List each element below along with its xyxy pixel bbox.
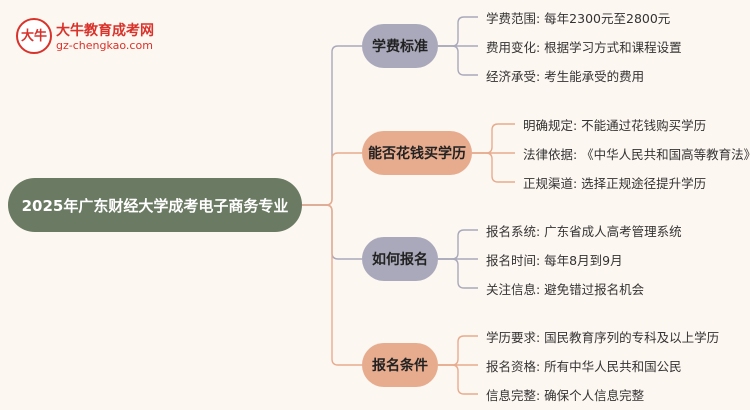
leaf-connector-1-1 [438, 16, 478, 47]
leaf-item: 费用变化: 根据学习方式和课程设置 [486, 40, 682, 55]
leaf-connector-4-3 [438, 364, 478, 395]
leaf-item: 学历要求: 国民教育序列的专科及以上学历 [486, 330, 720, 345]
root-connector-2 [302, 152, 362, 206]
branch-node-1: 学费标准 [362, 24, 438, 68]
branch-node-4: 报名条件 [362, 343, 438, 387]
leaf-item: 关注信息: 避免错过报名机会 [486, 282, 645, 297]
logo-title: 大牛教育成考网 [56, 23, 154, 39]
logo-icon: 大牛 [16, 18, 52, 54]
leaf-item: 报名资格: 所有中华人民共和国公民 [486, 359, 682, 374]
leaf-connector-3-3 [438, 258, 478, 289]
leaf-item: 正规渠道: 选择正规途径提升学历 [523, 176, 707, 191]
leaf-connector-4-1 [438, 335, 478, 366]
leaf-item: 信息完整: 确保个人信息完整 [486, 388, 645, 403]
branch-node-2: 能否花钱买学历 [362, 131, 472, 175]
site-logo: 大牛 大牛教育成考网 gz-chengkao.com [16, 18, 166, 58]
leaf-item: 报名系统: 广东省成人高考管理系统 [486, 224, 682, 239]
root-connector-4 [302, 204, 362, 366]
leaf-item: 经济承受: 考生能承受的费用 [486, 69, 645, 84]
leaf-connector-2-1 [472, 123, 515, 154]
leaf-item: 法律依据: 《中华人民共和国高等教育法》 [523, 147, 750, 162]
leaf-item: 学费范围: 每年2300元至2800元 [486, 11, 671, 26]
logo-mark-text: 大牛 [20, 28, 47, 44]
leaf-connector-3-1 [438, 229, 478, 260]
branch-node-3: 如何报名 [362, 237, 438, 281]
leaf-connector-1-3 [438, 45, 478, 76]
root-node: 2025年广东财经大学成考电子商务专业 [8, 178, 302, 232]
leaf-item: 明确规定: 不能通过花钱购买学历 [523, 118, 707, 133]
leaf-connector-2-3 [472, 152, 515, 183]
leaf-item: 报名时间: 每年8月到9月 [486, 253, 623, 268]
logo-url: gz-chengkao.com [56, 39, 153, 52]
